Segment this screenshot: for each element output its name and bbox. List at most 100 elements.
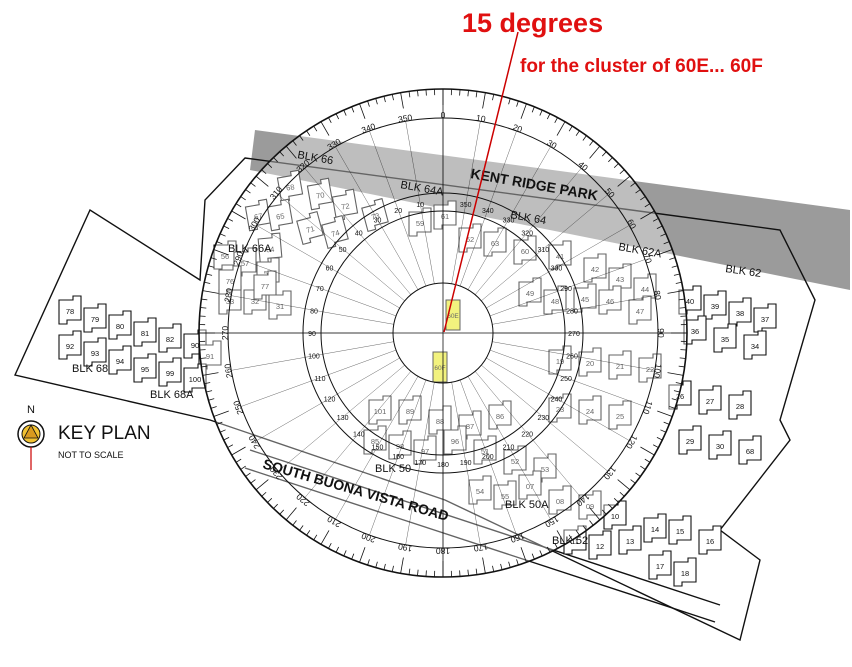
unit-number: 40 [686, 297, 694, 306]
protractor-inner-label: 190 [460, 460, 472, 467]
protractor-inner-label: 30 [374, 218, 382, 225]
protractor-inner-label: 270 [568, 331, 580, 338]
unit-number: 39 [711, 302, 719, 311]
unit-number: 100 [189, 375, 202, 384]
building-unit: 78 [59, 296, 81, 324]
unit-number: 35 [721, 335, 729, 344]
unit-number: 93 [91, 349, 99, 358]
building-unit: 17 [649, 551, 671, 579]
protractor-inner-label: 80 [310, 308, 318, 315]
building-unit: 37 [754, 304, 776, 332]
block-label: BLK 68 [72, 363, 108, 375]
unit-number: 36 [691, 327, 699, 336]
unit-number: 79 [91, 315, 99, 324]
unit-number: 29 [686, 437, 694, 446]
building-unit: 34 [744, 331, 766, 359]
protractor-inner-label: 200 [482, 454, 494, 461]
protractor-inner-label: 110 [314, 376, 325, 383]
protractor-inner-label: 100 [308, 354, 320, 361]
protractor-inner-label: 210 [503, 444, 515, 451]
building-unit: 95 [134, 354, 156, 382]
protractor-inner-label: 40 [355, 231, 363, 238]
protractor-inner-label: 310 [538, 247, 550, 254]
protractor-degree-label: 0 [441, 110, 446, 120]
protractor-inner-label: 10 [416, 202, 424, 209]
building-unit: 39 [704, 291, 726, 319]
building-unit: 18 [674, 558, 696, 586]
protractor-inner-label: 260 [566, 354, 578, 361]
unit-number: 16 [706, 537, 714, 546]
protractor-inner-label: 70 [316, 286, 324, 293]
unit-number: 28 [736, 402, 744, 411]
building-unit: 27 [699, 386, 721, 414]
building-unit: 30 [709, 431, 731, 459]
unit-number: 10 [611, 512, 619, 521]
protractor-inner-label: 230 [538, 415, 550, 422]
unit-number: 90 [191, 341, 199, 350]
block-label: BLK 68A [150, 389, 194, 401]
unit-number: 92 [66, 342, 74, 351]
protractor-inner-label: 320 [521, 231, 533, 238]
unit-number: 94 [116, 357, 124, 366]
unit-number: 80 [116, 322, 124, 331]
protractor-inner-label: 280 [566, 308, 578, 315]
building-unit: 12 [589, 531, 611, 559]
building-unit: 79 [84, 304, 106, 332]
north-arrow-icon [18, 421, 44, 470]
protractor-degree-label: 10 [475, 113, 486, 125]
protractor-inner-label: 120 [324, 397, 336, 404]
building-unit: 14 [644, 514, 666, 542]
key-plan-subtitle: NOT TO SCALE [58, 450, 124, 460]
protractor-inner-label: 290 [560, 286, 572, 293]
unit-number: 14 [651, 525, 659, 534]
unit-number: 82 [166, 335, 174, 344]
protractor-inner-label: 350 [460, 202, 472, 209]
protractor-inner-label: 250 [560, 376, 572, 383]
building-unit: 29 [679, 426, 701, 454]
protractor-inner-label: 130 [337, 415, 349, 422]
protractor-inner-label: 300 [551, 266, 563, 273]
bearing-heading: 15 degrees [462, 8, 603, 39]
cluster-caption: for the cluster of 60E... 60F [520, 56, 763, 78]
unit-number: 15 [676, 527, 684, 536]
block-label: BLK 52 [552, 535, 588, 547]
unit-number: 13 [626, 537, 634, 546]
building-unit: 82 [159, 324, 181, 352]
unit-number: 12 [596, 542, 604, 551]
protractor-inner-label: 220 [521, 431, 533, 438]
protractor-degree-label: 180 [436, 546, 450, 556]
protractor-inner-label: 170 [414, 460, 426, 467]
building-unit: 68 [739, 436, 761, 464]
protractor-degree-label: 80 [652, 290, 664, 301]
building-unit: 81 [134, 318, 156, 346]
block-label: BLK 50 [375, 463, 411, 475]
protractor-inner-label: 340 [482, 208, 494, 215]
building-unit: 93 [84, 338, 106, 366]
building-unit: 99 [159, 358, 181, 386]
protractor-inner-label: 160 [392, 454, 404, 461]
building-unit: 16 [699, 526, 721, 554]
building-unit: 94 [109, 346, 131, 374]
key-plan-title: KEY PLAN [58, 423, 151, 445]
building-unit: 13 [619, 526, 641, 554]
unit-number: 30 [716, 442, 724, 451]
protractor-inner-label: 180 [437, 462, 449, 469]
unit-number: 99 [166, 369, 174, 378]
building-unit: 15 [669, 516, 691, 544]
protractor-degree-label: 90 [656, 328, 666, 338]
unit-number: 34 [751, 342, 759, 351]
protractor-inner-label: 60 [326, 266, 334, 273]
unit-number: 78 [66, 307, 74, 316]
unit-number: 17 [656, 562, 664, 571]
unit-number: 37 [761, 315, 769, 324]
building-unit: 80 [109, 311, 131, 339]
protractor-degree-label: 270 [220, 326, 230, 340]
protractor-inner-label: 90 [308, 331, 316, 338]
protractor-overlay: 3503403303203103002902802702602502402302… [199, 89, 687, 577]
unit-number: 81 [141, 329, 149, 338]
building-unit: 35 [714, 324, 736, 352]
protractor-inner-label: 240 [551, 397, 563, 404]
block-label: BLK 66A [228, 243, 272, 255]
